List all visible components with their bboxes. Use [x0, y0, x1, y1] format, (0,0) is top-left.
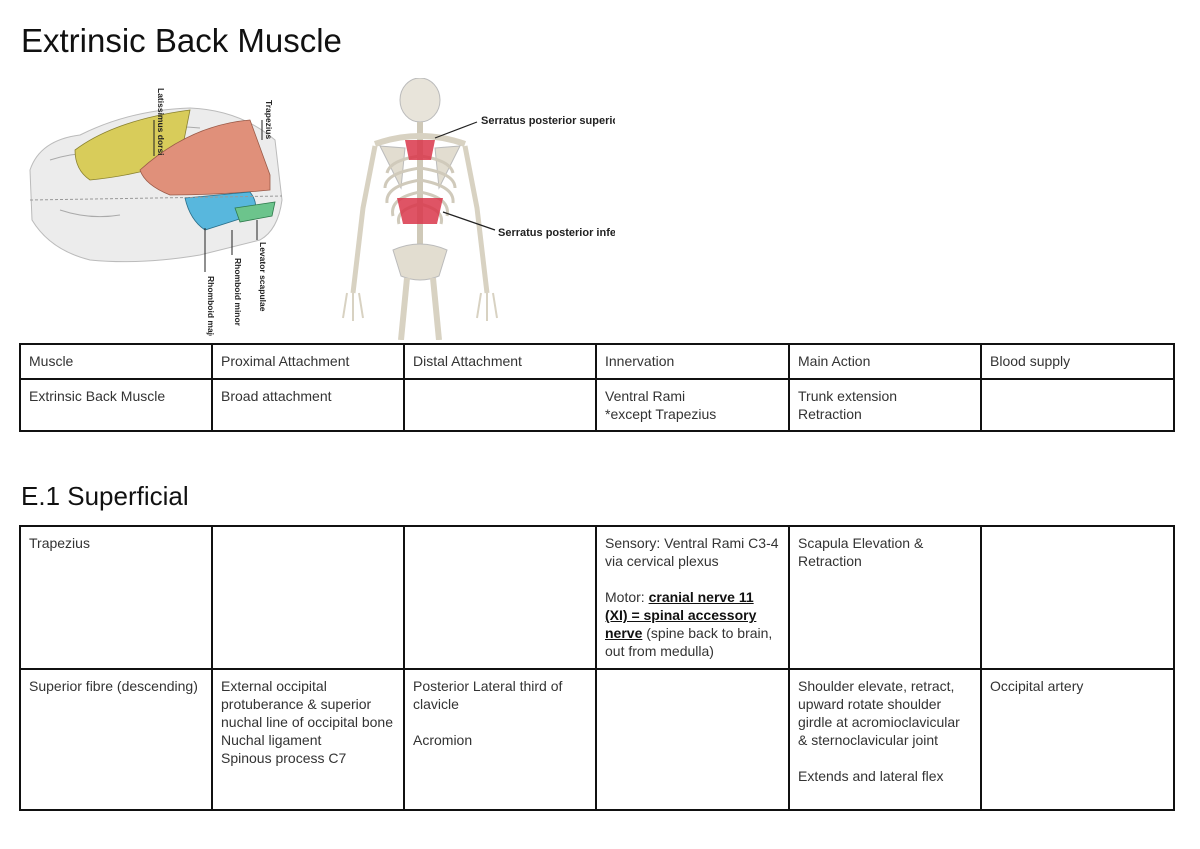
motor-nerve-name: cranial nerve 11 (XI) = spinal accessory…	[605, 589, 757, 641]
table-row: Trapezius Sensory: Ventral Rami C3-4 via…	[19, 525, 1175, 670]
innervation-line: Ventral Rami	[605, 388, 686, 404]
distal-line: Acromion	[413, 732, 473, 748]
cell-blood	[980, 525, 1175, 670]
proximal-line: Spinous process C7	[221, 750, 347, 766]
label-serratus-sup-text: Serratus posterior superior	[481, 115, 615, 127]
superficial-table: Trapezius Sensory: Ventral Rami C3-4 via…	[19, 525, 1175, 811]
label-trapezius: Trapezius	[264, 100, 274, 139]
cell-muscle: Extrinsic Back Muscle	[19, 378, 213, 432]
label-serratus-posterior-inferior: Serratus posterior inferior	[498, 227, 615, 239]
label-levator-scapulae: Levator scapulae	[258, 242, 268, 312]
cell-action: Shoulder elevate, retract, upward rotate…	[788, 668, 982, 811]
action-line: Trunk extension	[798, 388, 898, 404]
label-rhomboid-minor: Rhomboid minor	[233, 258, 243, 327]
distal-line: Posterior Lateral third of clavicle	[413, 678, 563, 712]
header-blood-supply: Blood supply	[980, 343, 1175, 380]
cell-muscle: Trapezius	[19, 525, 213, 670]
cell-innervation: Sensory: Ventral Rami C3-4 via cervical …	[595, 525, 790, 670]
cell-innervation	[595, 668, 790, 811]
action-line: Shoulder elevate, retract, upward rotate…	[798, 678, 960, 748]
proximal-line: External occipital protuberance & superi…	[221, 678, 394, 730]
page-title: Extrinsic Back Muscle	[21, 22, 342, 59]
action-line: Extends and lateral flex	[798, 768, 944, 784]
header-innervation: Innervation	[595, 343, 790, 380]
table-row: Superior fibre (descending) External occ…	[19, 668, 1175, 811]
table-header-row: Muscle Proximal Attachment Distal Attach…	[19, 343, 1175, 380]
motor-suffix: (spine back to brain, out from medulla)	[605, 625, 773, 659]
cell-proximal: Broad attachment	[211, 378, 405, 432]
cell-proximal: External occipital protuberance & superi…	[211, 668, 405, 811]
innervation-sensory: Sensory: Ventral Rami C3-4 via cervical …	[605, 535, 779, 569]
header-distal-attachment: Distal Attachment	[403, 343, 597, 380]
cell-proximal	[211, 525, 405, 670]
cell-distal: Posterior Lateral third of clavicle Acro…	[403, 668, 597, 811]
action-line: Retraction	[798, 406, 862, 422]
back-muscles-illustration: Latissimus dorsi Trapezius Levator scapu…	[29, 88, 283, 336]
innervation-motor: Motor: cranial nerve 11 (XI) = spinal ac…	[605, 588, 780, 660]
header-main-action: Main Action	[788, 343, 982, 380]
header-muscle: Muscle	[19, 343, 213, 380]
motor-prefix: Motor:	[605, 589, 649, 605]
cell-blood	[980, 378, 1175, 432]
cell-blood: Occipital artery	[980, 668, 1175, 811]
label-serratus-inf-text: Serratus posterior inferior	[498, 227, 615, 239]
cell-action: Scapula Elevation & Retraction	[788, 525, 982, 670]
cell-distal	[403, 378, 597, 432]
cell-distal	[403, 525, 597, 670]
table-row: Extrinsic Back Muscle Broad attachment V…	[19, 378, 1175, 432]
cell-action: Trunk extension Retraction	[788, 378, 982, 432]
label-latissimus-dorsi: Latissimus dorsi	[156, 88, 166, 156]
innervation-note: *except Trapezius	[605, 406, 717, 422]
cell-innervation: Ventral Rami *except Trapezius	[595, 378, 790, 432]
skeleton-serratus-illustration: Serratus posterior superior Serratus pos…	[342, 78, 615, 340]
summary-table: Muscle Proximal Attachment Distal Attach…	[19, 343, 1175, 432]
cell-muscle: Superior fibre (descending)	[19, 668, 213, 811]
proximal-line: Nuchal ligament	[221, 732, 322, 748]
header-proximal-attachment: Proximal Attachment	[211, 343, 405, 380]
label-rhomboid-major: Rhomboid major	[206, 276, 216, 336]
label-serratus-posterior-superior: Serratus posterior superior	[481, 115, 615, 127]
section-heading: E.1 Superficial	[21, 481, 189, 511]
